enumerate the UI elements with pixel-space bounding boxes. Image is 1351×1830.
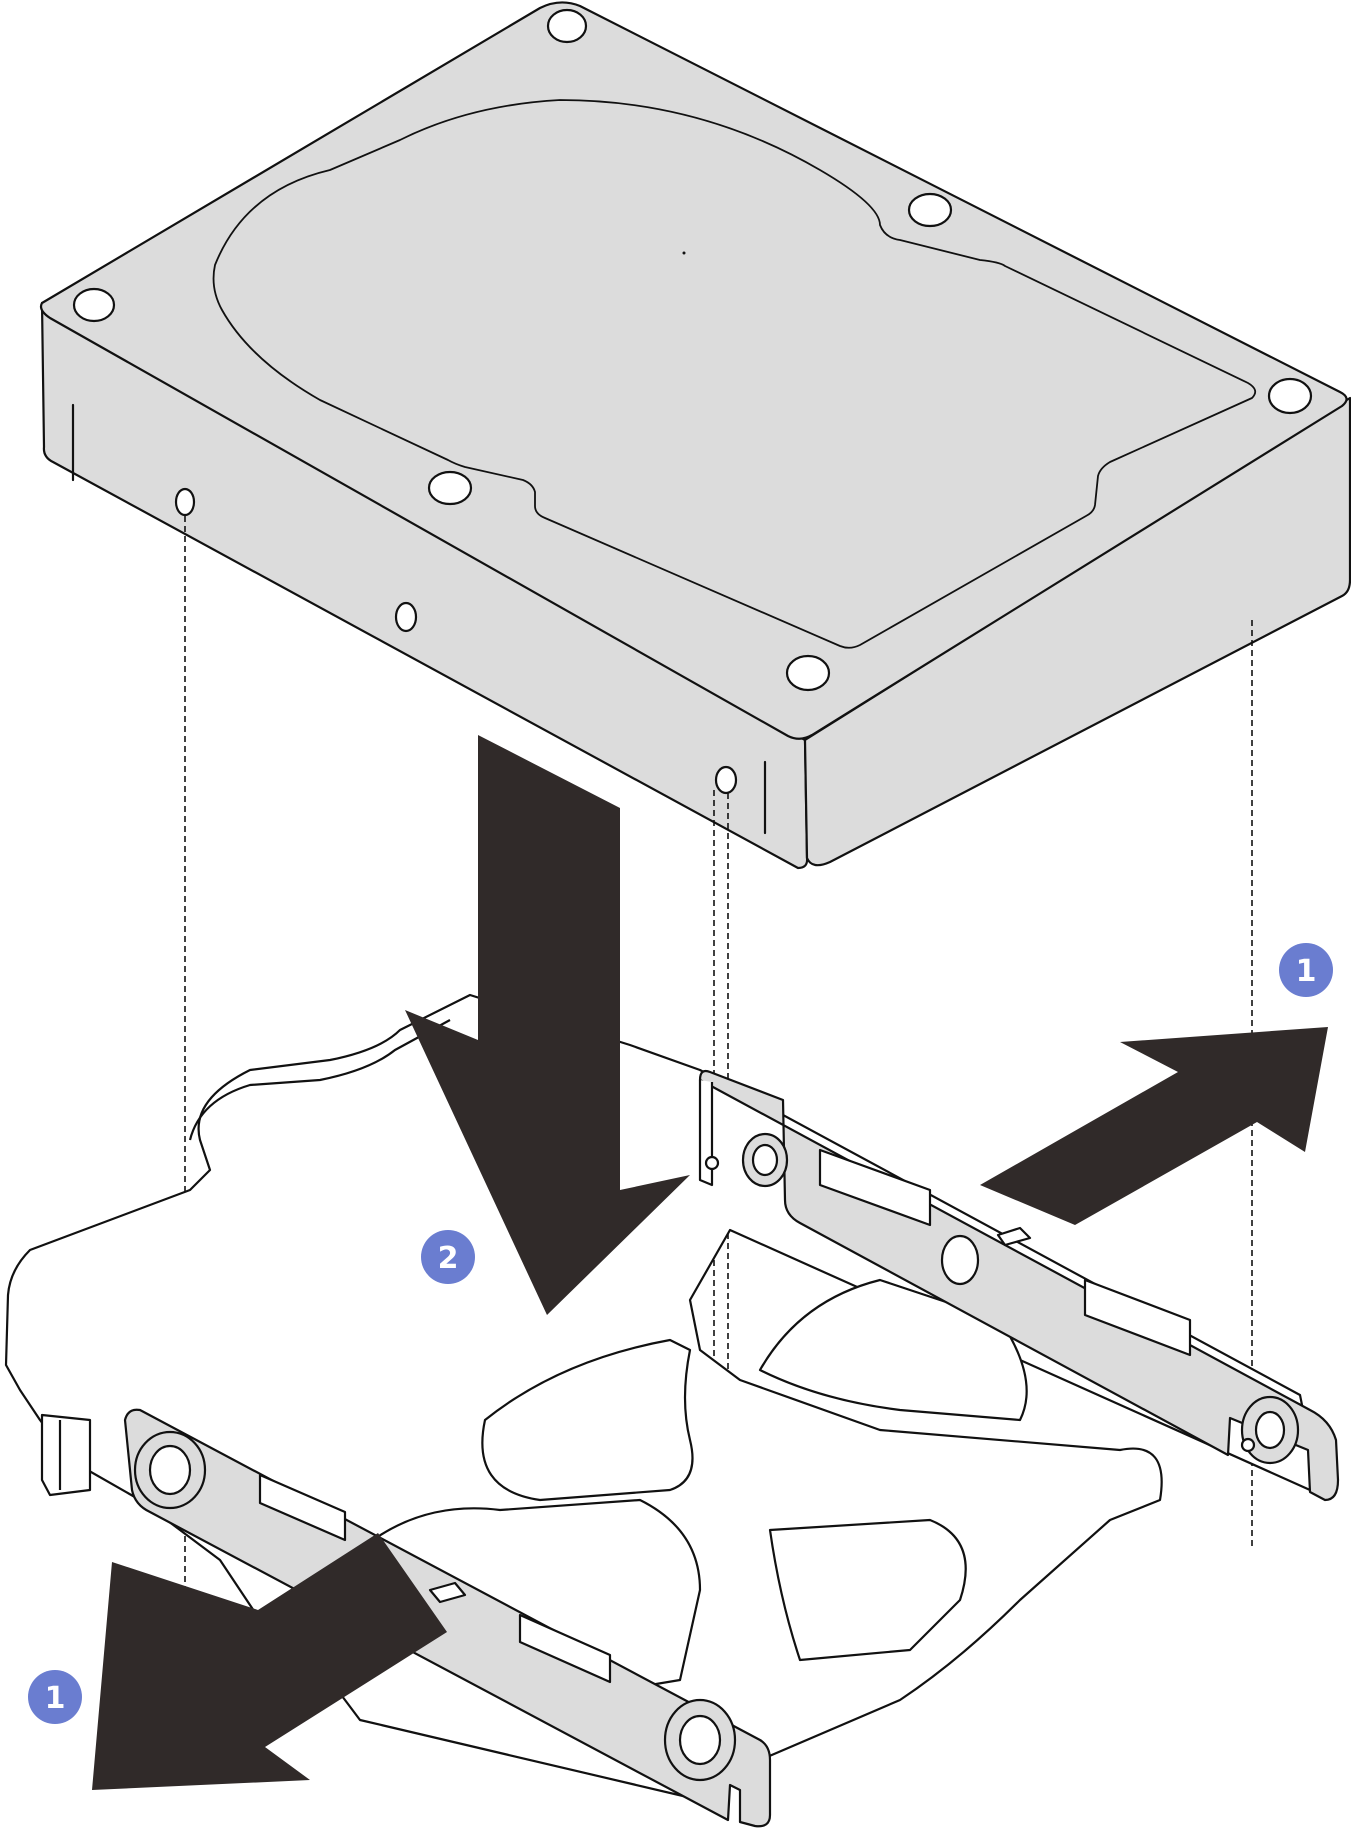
- adapter-cutout: [758, 1278, 1028, 1422]
- callout-badge-icon: [1279, 943, 1333, 997]
- screw-hole-icon: [907, 192, 953, 228]
- callout-step-1-left: 1: [28, 1670, 82, 1724]
- callout-label: 2: [438, 1241, 459, 1276]
- hard-drive-front-side: [803, 396, 1351, 867]
- screw-hole-icon: [1267, 377, 1313, 415]
- callout-badge-icon: [421, 1230, 475, 1284]
- rail-hole-icon: [940, 1234, 980, 1286]
- hard-drive: [39, 1, 1351, 870]
- rail-slot: [1083, 1278, 1192, 1357]
- screw-hole-icon: [72, 287, 116, 323]
- adapter-cutout: [188, 1019, 451, 1141]
- left-mounting-rail: [40, 1408, 772, 1828]
- right-mounting-rail: [698, 1069, 1340, 1502]
- arrow-down-icon: [405, 735, 690, 1315]
- side-screw-hole-icon: [174, 487, 196, 517]
- callout-label: 1: [45, 1681, 66, 1716]
- adapter-cutout: [768, 1518, 967, 1662]
- side-screw-hole-icon: [714, 765, 738, 795]
- screw-hole-icon: [546, 8, 588, 44]
- arrow-right-icon: [980, 1027, 1328, 1225]
- arrows: [92, 735, 1328, 1790]
- rail-slot: [518, 1613, 612, 1684]
- side-screw-hole-icon: [394, 601, 418, 633]
- rail-slot: [818, 1148, 932, 1227]
- callout-label: 1: [1296, 954, 1317, 989]
- callout-step-2: 2: [421, 1230, 475, 1284]
- hard-drive-top: [39, 1, 1348, 740]
- callout-step-1-right: 1: [1279, 943, 1333, 997]
- callout-badge-icon: [28, 1670, 82, 1724]
- screw-hole-icon: [427, 470, 473, 506]
- rail-slot: [258, 1473, 347, 1542]
- screw-hole-icon: [785, 654, 831, 692]
- adapter-cutout: [481, 1338, 694, 1502]
- hard-drive-recess: [212, 99, 1257, 649]
- arrow-left-icon: [92, 1533, 447, 1790]
